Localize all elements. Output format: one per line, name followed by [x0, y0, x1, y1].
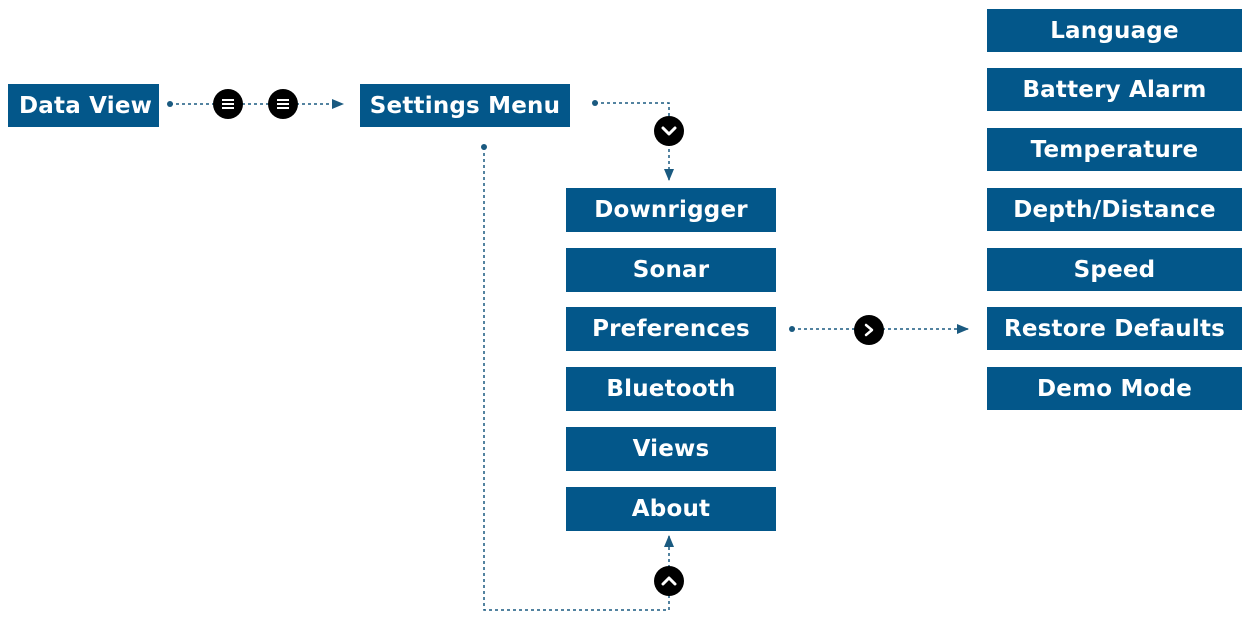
settings-item-about: About	[566, 487, 776, 531]
preferences-item-speed: Speed	[987, 248, 1242, 291]
preferences-item-language: Language	[987, 9, 1242, 52]
connector-dot	[592, 100, 598, 106]
chevron-up-icon	[654, 566, 684, 596]
chevron-right-icon	[854, 315, 884, 345]
menu-icon	[213, 89, 243, 119]
connector-dot	[167, 101, 173, 107]
settings-item-bluetooth: Bluetooth	[566, 367, 776, 411]
menu-icon	[268, 89, 298, 119]
preferences-item-demo-mode: Demo Mode	[987, 367, 1242, 410]
settings-item-views: Views	[566, 427, 776, 471]
settings-menu-node: Settings Menu	[360, 84, 570, 127]
preferences-item-depth-distance: Depth/Distance	[987, 188, 1242, 231]
connector-settings-submenu	[595, 102, 674, 181]
settings-item-preferences: Preferences	[566, 307, 776, 351]
settings-item-downrigger: Downrigger	[566, 188, 776, 232]
connector-dot	[789, 326, 795, 332]
preferences-item-temperature: Temperature	[987, 128, 1242, 171]
preferences-item-battery-alarm: Battery Alarm	[987, 68, 1242, 111]
preferences-item-restore-defaults: Restore Defaults	[987, 307, 1242, 350]
chevron-down-icon	[654, 116, 684, 146]
connector-dot	[481, 144, 487, 150]
data-view-node: Data View	[8, 84, 159, 127]
settings-item-sonar: Sonar	[566, 248, 776, 292]
